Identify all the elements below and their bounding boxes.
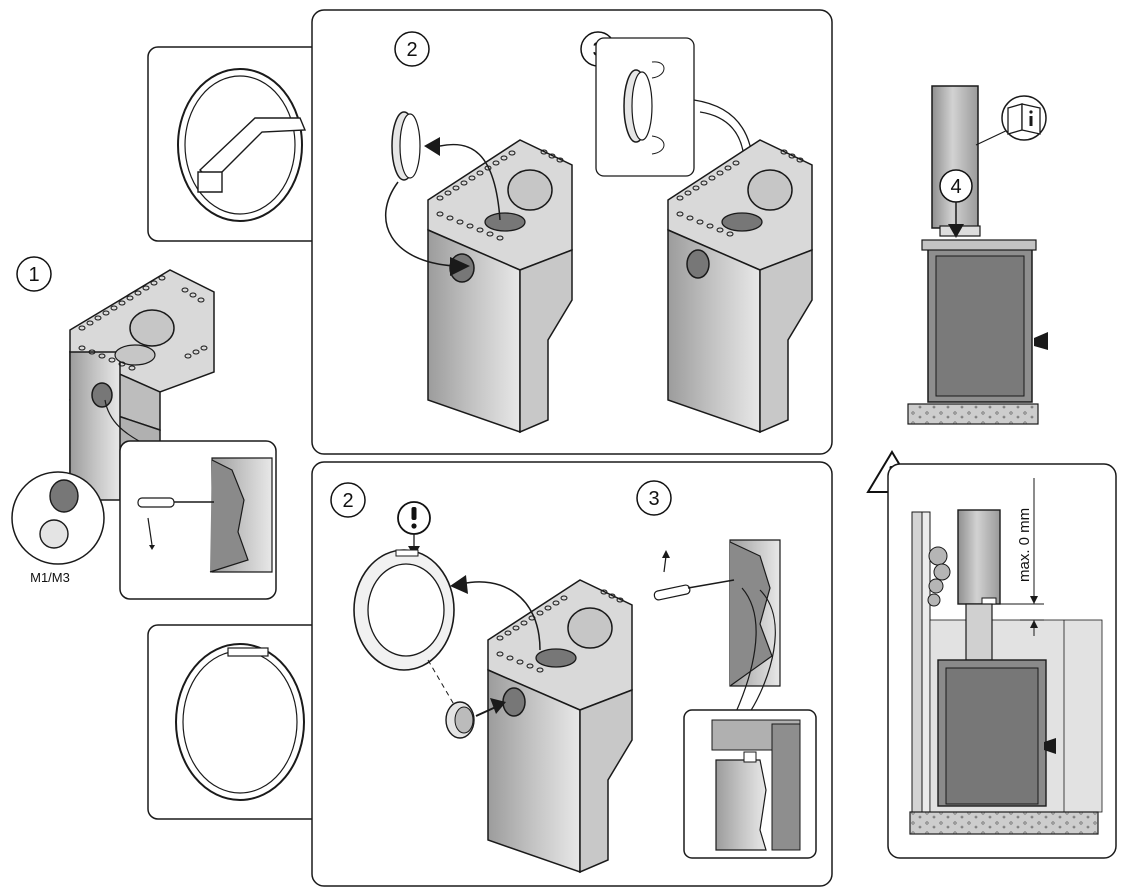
top-ring-detail-panel — [147, 46, 357, 242]
arrow-icon — [490, 698, 506, 714]
heater-step-1 — [69, 269, 215, 501]
step-1-number: 1 — [28, 264, 39, 286]
top-step-2-badge — [394, 31, 430, 67]
floor-clearance — [909, 811, 1099, 835]
arrow-icon — [450, 257, 470, 276]
bottom-ring-detail-panel — [147, 624, 357, 820]
bottom-step-2-badge — [330, 482, 366, 518]
chimney-pipe — [957, 509, 1001, 605]
knockout-detail — [11, 471, 105, 565]
clearance-label: max. 0 mm — [1016, 508, 1033, 582]
exclamation-icon — [397, 501, 431, 535]
info-book-icon — [1001, 95, 1047, 141]
screwdriver-icon — [137, 497, 214, 508]
top-ring-rotate-inset — [595, 37, 695, 177]
bottom-step-3-detail — [653, 539, 817, 859]
step-1-badge — [16, 256, 52, 292]
chimney-pipe — [931, 85, 979, 229]
arrow-icon — [450, 575, 468, 594]
bottom-step-2-number: 2 — [342, 490, 353, 512]
heater-bottom-step-2 — [487, 579, 633, 874]
clearance-diagram: max. 0 mm — [909, 478, 1103, 835]
bottom-step-3-badge — [636, 480, 672, 516]
step-1-group: 1 M1/M3 — [11, 256, 277, 600]
heater-top-step-3 — [667, 139, 813, 434]
top-step-2-number: 2 — [406, 39, 417, 61]
model-label: M1/M3 — [30, 570, 70, 585]
step-4-number: 4 — [950, 176, 961, 198]
screwdriver-icon — [653, 579, 735, 601]
step-4-group: 4 — [907, 85, 1048, 425]
floor-step-4 — [907, 403, 1039, 425]
arrow-icon — [424, 137, 440, 156]
bottom-cover-ring — [353, 549, 455, 671]
bottom-step-3-number: 3 — [648, 488, 659, 510]
arrow-down-icon — [948, 224, 964, 238]
small-plug — [445, 701, 475, 739]
top-removed-ring — [391, 111, 421, 181]
